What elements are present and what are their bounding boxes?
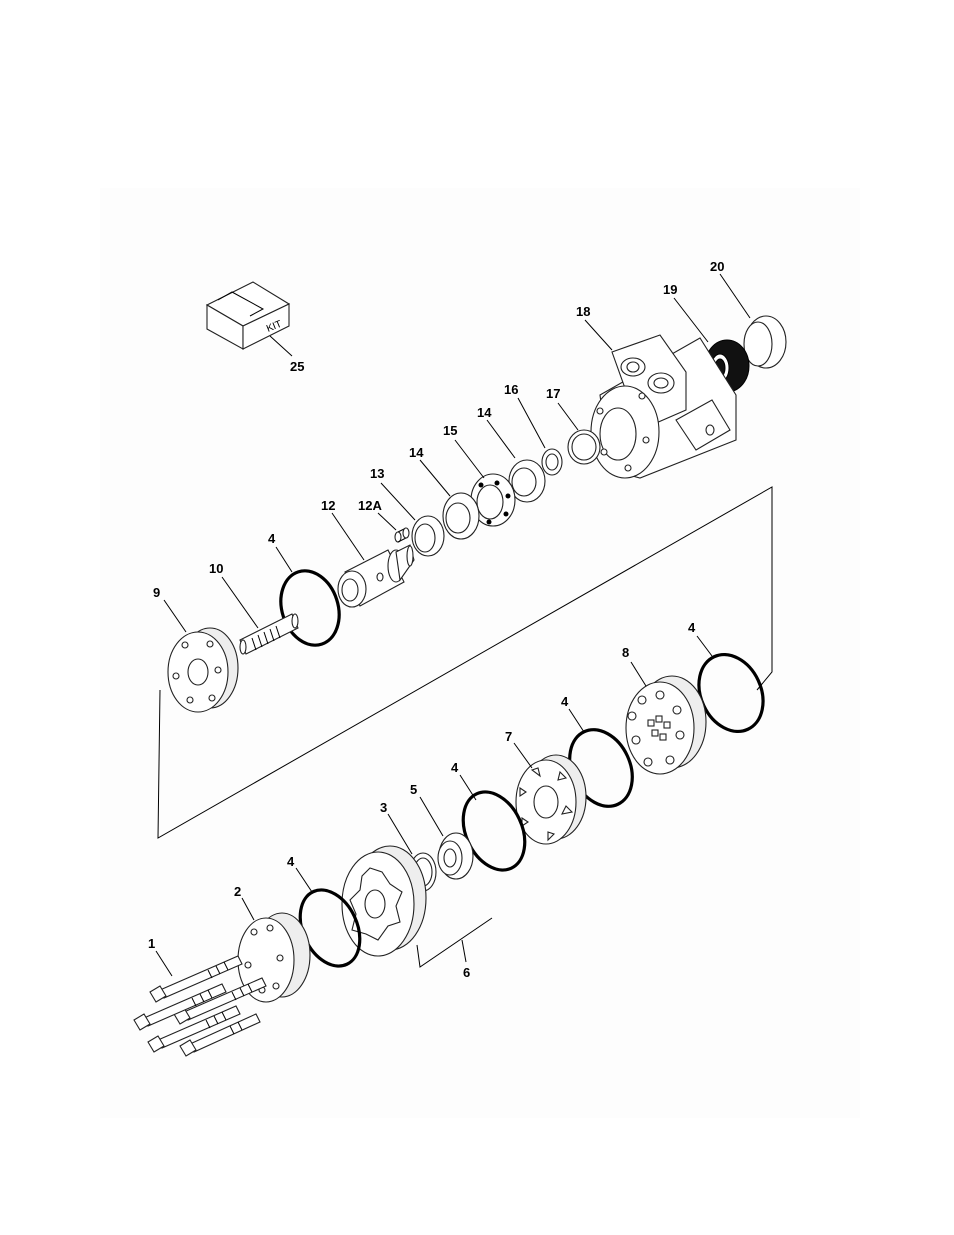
leader-19 [674, 298, 708, 342]
leader-16 [518, 398, 545, 448]
part-14-washer-lower-inner [446, 503, 470, 533]
part-10-splined-shaft [240, 614, 298, 654]
leader-4-upper [276, 547, 292, 572]
callout-4-upper: 4 [268, 531, 276, 546]
callout-20: 20 [710, 259, 724, 274]
part-7-manifold [516, 755, 586, 844]
leader-4-right [697, 636, 712, 656]
callout-3: 3 [380, 800, 387, 815]
leader-9 [164, 600, 186, 632]
callout-18: 18 [576, 304, 590, 319]
callout-12a: 12A [358, 498, 382, 513]
part-14-washer-upper-inner [512, 468, 536, 496]
callout-1: 1 [148, 936, 155, 951]
part-16-ring-inner [546, 454, 558, 470]
leader-10 [222, 577, 258, 628]
callout-5: 5 [410, 782, 417, 797]
callout-6: 6 [463, 965, 470, 980]
callout-17: 17 [546, 386, 560, 401]
callout-25: 25 [290, 359, 304, 374]
part-17-ring-inner [572, 434, 596, 460]
leader-15 [455, 440, 484, 478]
part-20-seal [744, 316, 786, 368]
leader-12a [378, 513, 396, 530]
callout-4-lower: 4 [287, 854, 295, 869]
callout-15: 15 [443, 423, 457, 438]
callout-16: 16 [504, 382, 518, 397]
part-12-drive-shaft [338, 545, 414, 607]
leader-14-upper [487, 420, 515, 458]
callout-10: 10 [209, 561, 223, 576]
leader-18 [585, 320, 612, 350]
leader-25 [270, 336, 292, 356]
part-8-valve-plate [626, 676, 706, 774]
part-13-ring-inner [415, 524, 435, 552]
callout-4-lower-middle: 4 [451, 760, 459, 775]
bracket-6 [417, 918, 492, 967]
leader-12 [332, 513, 364, 560]
leader-7 [514, 743, 532, 768]
callout-4-right: 4 [688, 620, 696, 635]
assembly-bracket-line [158, 487, 772, 838]
callout-2: 2 [234, 884, 241, 899]
part-12a-pin [395, 528, 409, 542]
callout-8: 8 [622, 645, 629, 660]
callout-4-middle: 4 [561, 694, 569, 709]
leader-8 [631, 662, 646, 686]
part-9-flange [168, 628, 238, 712]
kit-box: KIT [207, 282, 289, 349]
leader-4-lower [296, 868, 312, 892]
leader-5 [420, 797, 443, 836]
callout-13: 13 [370, 466, 384, 481]
part-6-gear-set [342, 846, 426, 956]
part-5-ring [438, 833, 473, 879]
leader-13 [381, 483, 415, 520]
leader-2 [242, 898, 254, 920]
callout-12: 12 [321, 498, 335, 513]
callout-19: 19 [663, 282, 677, 297]
leader-4-middle [569, 709, 584, 732]
callout-7: 7 [505, 729, 512, 744]
callout-14-lower: 14 [409, 445, 424, 460]
leader-1 [156, 951, 172, 976]
leader-6 [462, 940, 466, 962]
callout-9: 9 [153, 585, 160, 600]
leader-17 [558, 403, 578, 430]
leader-14-lower [420, 460, 450, 496]
leader-20 [720, 274, 750, 318]
leader-4-lower-middle [460, 775, 476, 800]
part-4-oring-upper [272, 563, 349, 653]
callout-14-upper: 14 [477, 405, 492, 420]
